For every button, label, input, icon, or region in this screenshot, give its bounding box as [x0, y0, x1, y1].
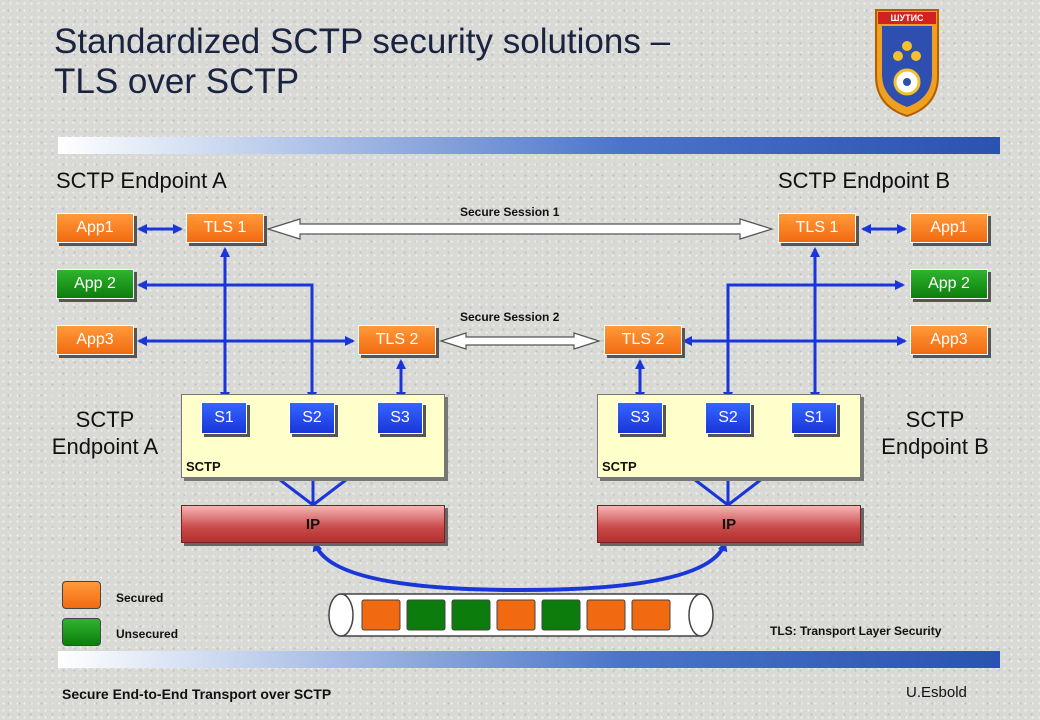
secured-packet: [361, 599, 401, 631]
title-line-2: TLS over SCTP: [54, 62, 300, 101]
logo-emblem-icon: [875, 9, 939, 118]
unsecured-packet: [406, 599, 446, 631]
left-tls1-box: TLS 1: [186, 213, 264, 243]
legend-secured-swatch: [62, 581, 101, 609]
unsecured-packet: [451, 599, 491, 631]
title-line-1: Standardized SCTP security solutions –: [54, 22, 671, 61]
left-sctp-label: SCTP: [186, 459, 221, 474]
right-s2-box: S2: [705, 402, 751, 434]
secure-session-2-label: Secure Session 2: [460, 310, 560, 324]
secured-packet: [586, 599, 626, 631]
left-s1-box: S1: [201, 402, 247, 434]
footer-author: U.Esbold: [906, 684, 967, 701]
legend-unsecured-swatch: [62, 618, 101, 646]
right-ip-layer: IP: [597, 505, 861, 543]
left-s3-box: S3: [377, 402, 423, 434]
left-s2-box: S2: [289, 402, 335, 434]
secured-packet: [631, 599, 671, 631]
endpoint-a-label: SCTP Endpoint A: [56, 168, 227, 193]
endpoint-b-side-line-1: SCTP: [905, 407, 965, 432]
endpoint-b-side-label: SCTP Endpoint B: [860, 406, 1010, 460]
left-app1-box: App1: [56, 213, 134, 243]
right-s3-box: S3: [617, 402, 663, 434]
left-app3-box: App3: [56, 325, 134, 355]
left-tls2-box: TLS 2: [358, 325, 436, 355]
logo-text: ШУТИС: [890, 13, 924, 23]
left-ip-layer: IP: [181, 505, 445, 543]
endpoint-a-side-line-2: Endpoint A: [51, 434, 159, 459]
legend-unsecured-label: Unsecured: [116, 627, 179, 641]
secure-session-1-label: Secure Session 1: [460, 205, 560, 219]
endpoint-a-side-label: SCTP Endpoint A: [30, 406, 180, 460]
bottom-divider-band: [58, 651, 1000, 668]
endpoint-b-side-line-2: Endpoint B: [881, 434, 989, 459]
left-app2-box: App 2: [56, 269, 134, 299]
legend-secured-label: Secured: [116, 591, 164, 605]
tls-definition-note: TLS: Transport Layer Security: [770, 624, 942, 638]
right-sctp-label: SCTP: [602, 459, 637, 474]
right-app2-box: App 2: [910, 269, 988, 299]
stream-pipe: [328, 593, 714, 637]
right-app3-box: App3: [910, 325, 988, 355]
endpoint-a-side-line-1: SCTP: [75, 407, 135, 432]
unsecured-packet: [541, 599, 581, 631]
secured-packet: [496, 599, 536, 631]
footer-title: Secure End-to-End Transport over SCTP: [62, 686, 332, 702]
right-app1-box: App1: [910, 213, 988, 243]
page-title: Standardized SCTP security solutions – T…: [54, 22, 814, 102]
right-tls2-box: TLS 2: [604, 325, 682, 355]
endpoint-b-label: SCTP Endpoint B: [778, 168, 951, 193]
university-logo: ШУТИС: [872, 6, 942, 118]
right-tls1-box: TLS 1: [778, 213, 856, 243]
top-divider-band: [58, 137, 1000, 154]
right-s1-box: S1: [791, 402, 837, 434]
